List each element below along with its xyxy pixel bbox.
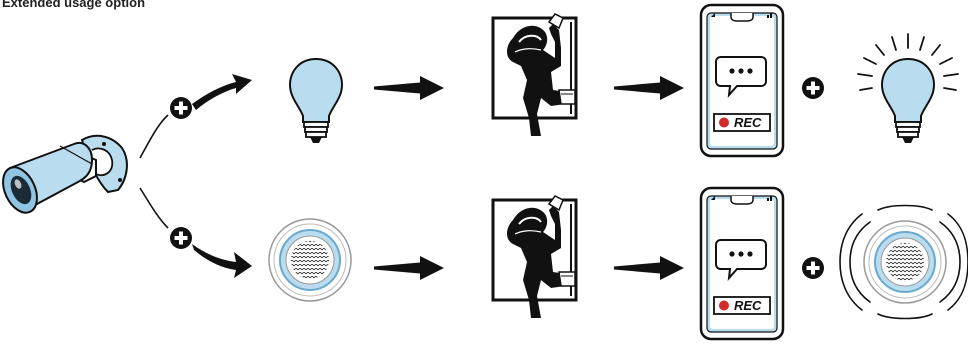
smartphone-icon: [701, 5, 783, 156]
arrow-right-icon: [374, 256, 444, 280]
branch-line-top: [140, 115, 168, 158]
siren-speaker-icon: [269, 219, 351, 301]
plus-icon: [170, 97, 192, 119]
arrow-right-icon: [192, 244, 252, 278]
branch-line-bottom: [140, 188, 168, 228]
arrow-right-icon: [614, 76, 684, 100]
burglar-window-icon: [493, 196, 576, 318]
arrow-right-icon: [614, 256, 684, 280]
plus-icon: [802, 77, 824, 99]
smartphone-icon: [701, 188, 783, 339]
arrow-right-icon: [192, 74, 252, 110]
security-camera-icon: [0, 136, 127, 218]
light-bulb-icon: [290, 59, 342, 143]
siren-sounding-icon: [840, 206, 968, 319]
arrow-right-icon: [374, 76, 444, 100]
rec-label: REC: [734, 115, 762, 130]
plus-icon: [802, 257, 824, 279]
rec-label: REC: [734, 298, 762, 313]
light-bulb-lit-icon: [858, 34, 958, 143]
plus-icon: [170, 227, 192, 249]
burglar-window-icon: [493, 14, 576, 136]
